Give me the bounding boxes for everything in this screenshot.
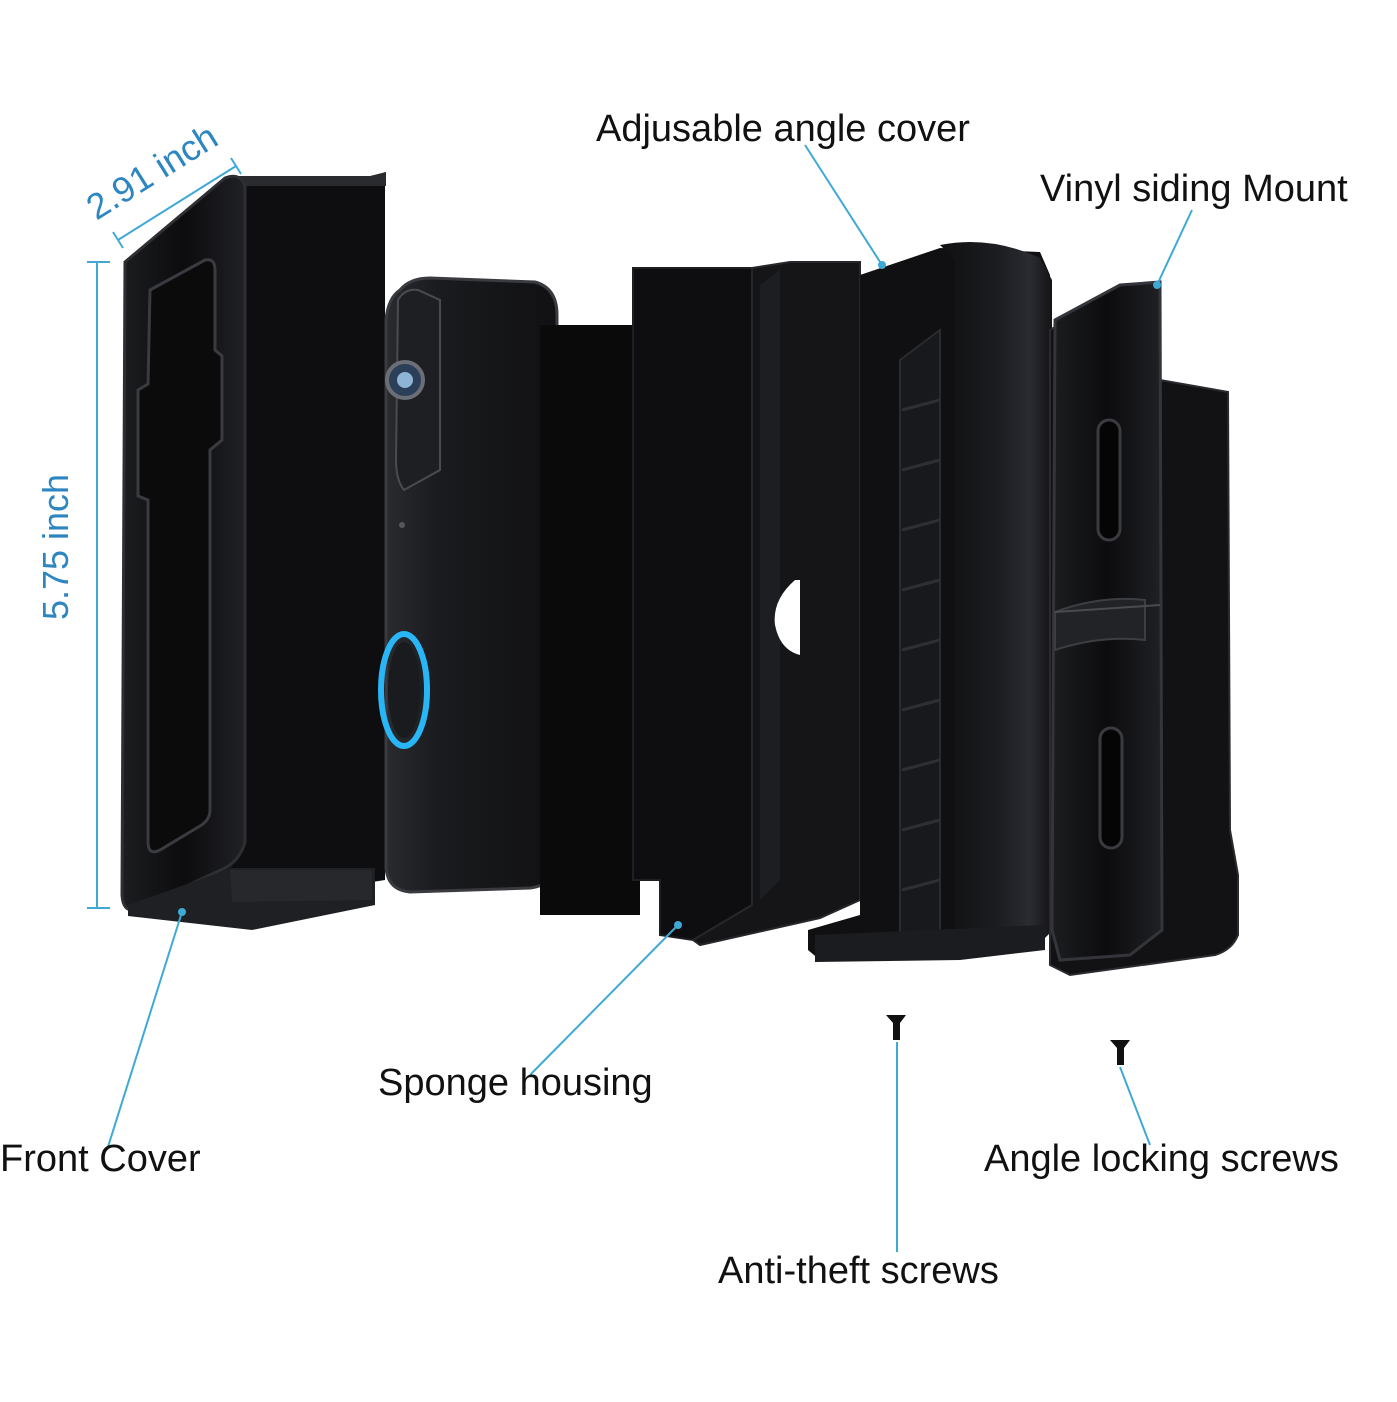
- label-angle-locking-screws: Angle locking screws: [984, 1138, 1339, 1180]
- screw-icon: [1110, 1040, 1130, 1065]
- label-adjustable-angle-cover: Adjusable angle cover: [596, 108, 970, 150]
- height-dimension-line: [87, 261, 110, 909]
- label-sponge-housing: Sponge housing: [378, 1062, 653, 1104]
- leader-angle-locking-screws: [1119, 1066, 1151, 1146]
- leader-front-cover: [106, 911, 183, 1151]
- label-anti-theft-screws: Anti-theft screws: [718, 1250, 999, 1292]
- front-cover-part: [120, 172, 386, 930]
- sponge-housing-part: [540, 261, 861, 947]
- height-dimension-label: 5.75 inch: [35, 473, 76, 621]
- adjustable-angle-cover-part: [808, 241, 1052, 962]
- leader-sponge-housing: [529, 924, 679, 1076]
- screw-icon: [886, 1015, 906, 1040]
- width-dimension-line: [112, 157, 242, 249]
- leader-adjustable-angle-cover: [804, 144, 883, 266]
- label-front-cover: Front Cover: [0, 1138, 201, 1180]
- vinyl-siding-mount-part: [1049, 280, 1239, 977]
- label-vinyl-siding-mount: Vinyl siding Mount: [1040, 168, 1348, 210]
- doorbell-camera: [378, 276, 559, 894]
- leader-vinyl-siding-mount: [1156, 209, 1193, 286]
